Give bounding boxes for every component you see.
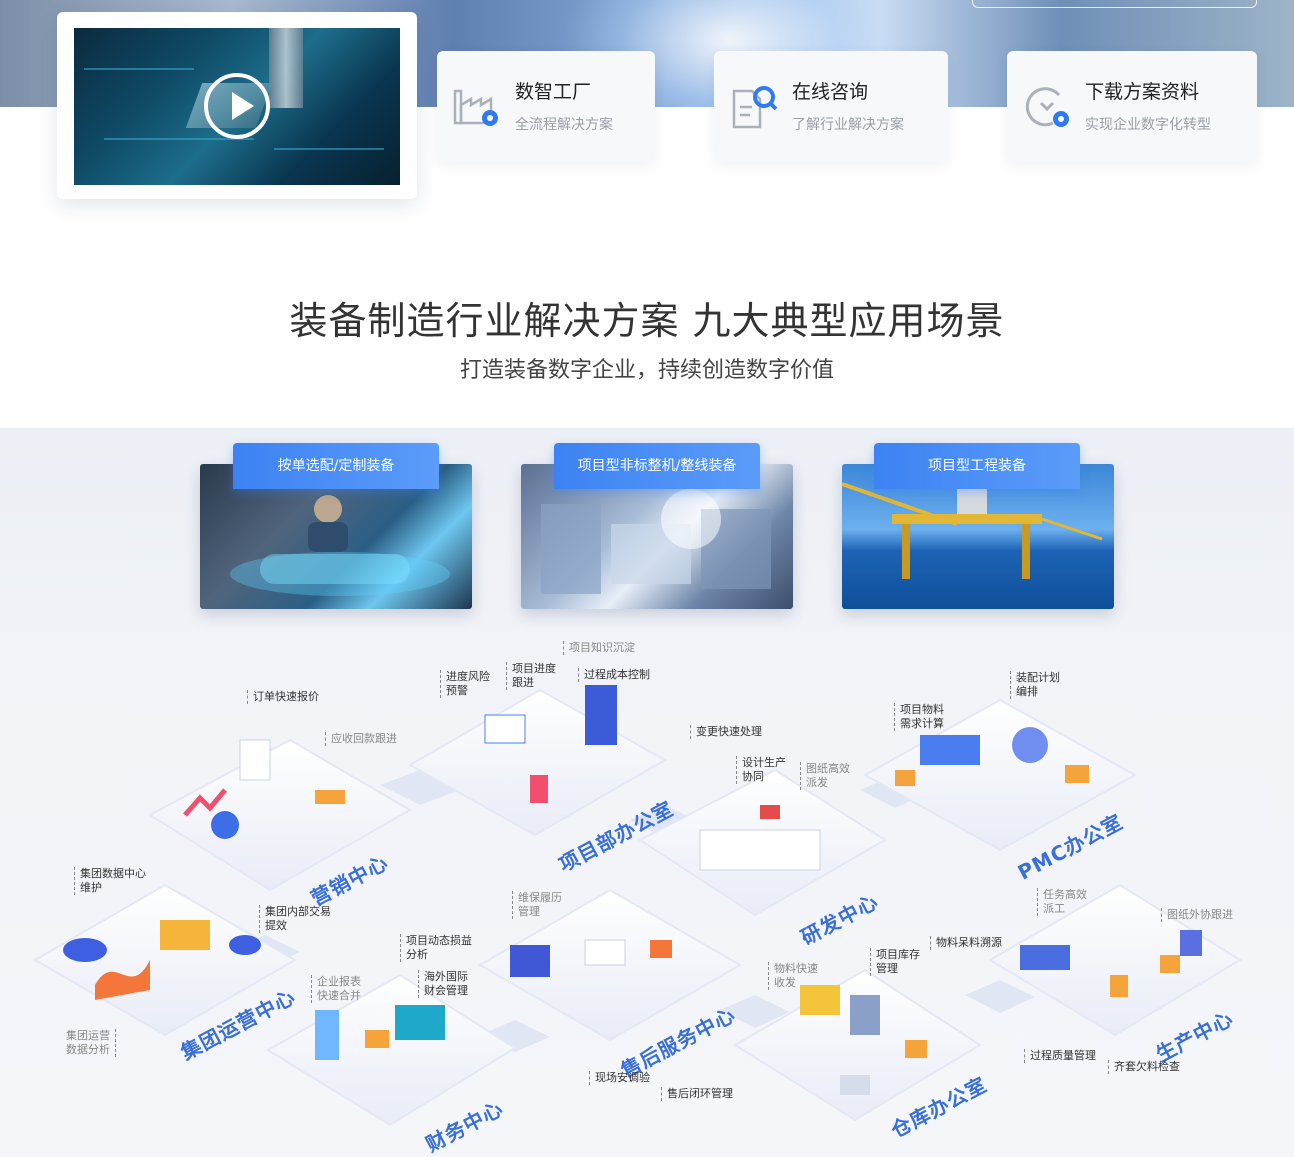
circuit-trace [274, 148, 384, 150]
annotation: 项目库存 管理 [870, 948, 920, 976]
feature-subtitle: 实现企业数字化转型 [1085, 116, 1211, 133]
feature-card-consult[interactable]: 在线咨询 了解行业解决方案 [714, 51, 948, 162]
annotation: 维保履历 管理 [512, 891, 562, 919]
play-icon[interactable] [204, 73, 270, 139]
annotation: 海外国际 财会管理 [418, 970, 468, 998]
annotation: 项目动态损益 分析 [400, 934, 472, 962]
annotation: 集团内部交易 提效 [259, 905, 331, 933]
annotation: 项目物料 需求计算 [894, 703, 944, 731]
scenario-label-nonstandard[interactable]: 项目型非标整机/整线装备 [554, 443, 760, 489]
annotation: 集团运营 数据分析 [66, 1029, 116, 1057]
section-title: 装备制造行业解决方案 九大典型应用场景 [289, 299, 1005, 343]
feature-title: 下载方案资料 [1085, 80, 1200, 103]
annotation: 售后闭环管理 [661, 1087, 733, 1101]
feature-title: 在线咨询 [792, 80, 869, 103]
annotation: 项目知识沉淀 [563, 641, 635, 655]
annotation: 齐套欠料检查 [1108, 1060, 1180, 1074]
annotation: 物料快速 收发 [768, 962, 818, 990]
machine-probe [269, 28, 303, 108]
scenario-label-engineering[interactable]: 项目型工程装备 [874, 443, 1080, 489]
platform-finance [266, 973, 517, 1127]
annotation: 设计生产 协同 [736, 756, 786, 784]
feature-title: 数智工厂 [515, 80, 592, 103]
annotation: 任务高效 派工 [1037, 888, 1087, 916]
feature-subtitle: 了解行业解决方案 [792, 116, 904, 133]
annotation: 应收回款跟进 [325, 732, 397, 746]
video-card [57, 12, 417, 199]
annotation: 集团数据中心 维护 [74, 867, 146, 895]
annotation: 现场安调验 [589, 1071, 650, 1085]
download-gear-icon [1023, 83, 1071, 131]
annotation: 项目进度 跟进 [506, 662, 556, 690]
annotation: 变更快速处理 [690, 725, 762, 739]
annotation: 过程成本控制 [578, 668, 650, 682]
isometric-scene [32, 685, 1242, 1127]
feature-subtitle: 全流程解决方案 [515, 116, 613, 133]
annotation: 物料呆料溯源 [930, 936, 1002, 950]
feature-card-factory[interactable]: 数智工厂 全流程解决方案 [437, 51, 655, 162]
feature-card-download[interactable]: 下载方案资料 实现企业数字化转型 [1007, 51, 1257, 162]
hero-search-bar-edge [972, 0, 1257, 8]
annotation: 图纸高效 派发 [800, 762, 850, 790]
annotation: 装配计划 编排 [1010, 671, 1060, 699]
document-search-icon [730, 83, 778, 131]
annotation: 企业报表 快速合并 [311, 975, 361, 1003]
section-subtitle: 打造装备数字企业，持续创造数字价值 [459, 358, 834, 383]
annotation: 订单快速报价 [247, 690, 319, 704]
annotation: 过程质量管理 [1024, 1049, 1096, 1063]
circuit-trace [84, 68, 194, 70]
annotation: 图纸外协跟进 [1161, 908, 1233, 922]
annotation: 进度风险 预警 [440, 670, 490, 698]
platform-production [988, 883, 1242, 1037]
factory-gear-icon [453, 83, 501, 131]
scenario-label-custom[interactable]: 按单选配/定制装备 [233, 443, 439, 489]
circuit-trace [104, 138, 254, 140]
video-thumbnail[interactable] [74, 28, 400, 185]
